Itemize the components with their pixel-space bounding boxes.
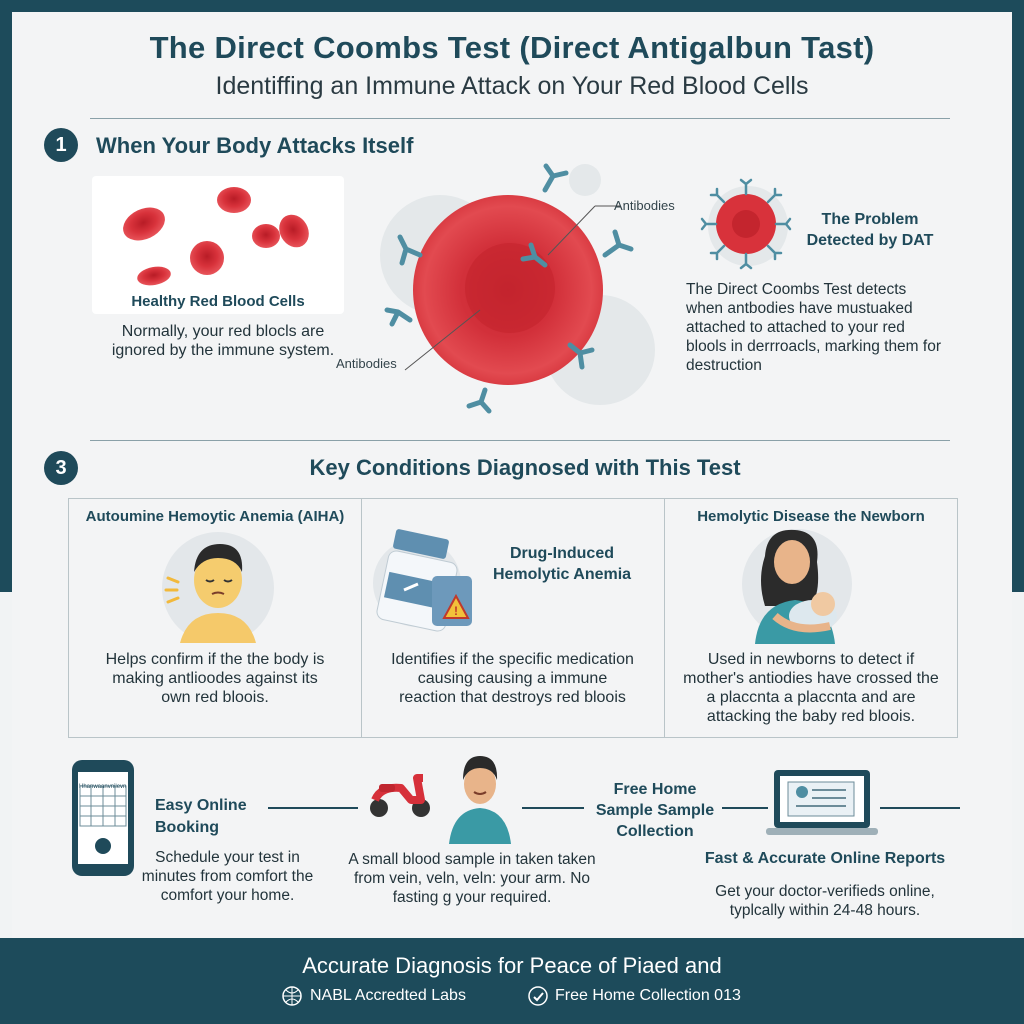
step-text: Schedule your test in minutes from comfo… bbox=[141, 849, 314, 904]
background-circle bbox=[569, 164, 601, 196]
step-text: Get your doctor-verifieds online, typlca… bbox=[715, 883, 935, 919]
home-collection-icon bbox=[528, 986, 548, 1006]
condition-text: Helps confirm if the the body is making … bbox=[105, 651, 325, 706]
sick-person-illustration bbox=[162, 532, 274, 643]
footer-bar bbox=[0, 938, 1024, 1024]
warning-icon bbox=[442, 593, 470, 619]
laptop-report-illustration bbox=[766, 770, 878, 835]
antibody-attack-illustration bbox=[380, 163, 655, 414]
antibodies-label-left: Antibodies bbox=[336, 356, 397, 371]
step-title: Easy Online Booking bbox=[155, 797, 247, 836]
svg-text:!: ! bbox=[454, 604, 458, 618]
condition-title: Hemolytic Disease the Newborn bbox=[697, 508, 925, 525]
check-icon bbox=[796, 786, 808, 798]
header-divider bbox=[90, 118, 950, 119]
antibody-icon bbox=[700, 178, 792, 270]
connector-line bbox=[880, 807, 960, 809]
section-1-number: 1 bbox=[44, 128, 78, 162]
footer-badge-home: Free Home Collection 013 bbox=[555, 987, 741, 1004]
cell-center bbox=[465, 243, 555, 333]
section-3-title: Key Conditions Diagnosed with This Test bbox=[309, 455, 741, 480]
footer-badge-nabl: NABL Accredted Labs bbox=[310, 987, 466, 1004]
page-subtitle: Identiffing an Immune Attack on Your Red… bbox=[215, 72, 809, 100]
step-title: Free Home Sample Sample Collection bbox=[595, 781, 715, 840]
page-title: The Direct Coombs Test (Direct Antigalbu… bbox=[149, 30, 875, 65]
section-divider bbox=[90, 440, 950, 441]
footer-tagline: Accurate Diagnosis for Peace of Piaed an… bbox=[302, 953, 722, 978]
section-1-title: When Your Body Attacks Itself bbox=[96, 133, 414, 158]
step-title: Fast & Accurate Online Reports bbox=[704, 850, 946, 867]
red-blood-cell-icon bbox=[123, 187, 309, 286]
connector-line bbox=[722, 807, 768, 809]
condition-title: Drug-Induced Hemolytic Anemia bbox=[492, 545, 632, 583]
phone-header: Hhanwaanvnilevn bbox=[79, 784, 127, 790]
shield-icon bbox=[95, 838, 111, 854]
healthy-red-cells-illustration bbox=[123, 187, 309, 286]
antibodies-label-top: Antibodies bbox=[614, 198, 675, 213]
grid-divider bbox=[361, 498, 362, 738]
section-3-number: 3 bbox=[44, 451, 78, 485]
condition-text: Identifies if the specific medication ca… bbox=[391, 651, 634, 706]
antibody-icon bbox=[384, 163, 634, 414]
medication-bottle-illustration: ! bbox=[373, 529, 472, 632]
phone-booking-illustration bbox=[72, 760, 134, 876]
scooter-icon bbox=[370, 774, 430, 817]
connector-line bbox=[522, 807, 584, 809]
mother-newborn-illustration bbox=[742, 529, 852, 644]
baby-icon bbox=[811, 592, 835, 616]
connector-line bbox=[268, 807, 358, 809]
lab-globe-icon bbox=[282, 986, 302, 1006]
problem-title: The Problem Detected by DAT bbox=[806, 211, 934, 249]
condition-text: Used in newborns to detect if mother's a… bbox=[683, 651, 939, 725]
step-text: A small blood sample in taken taken from… bbox=[348, 851, 596, 906]
grid-divider bbox=[664, 498, 665, 738]
attacked-cell-illustration bbox=[700, 178, 792, 270]
phlebotomist-illustration bbox=[449, 756, 511, 844]
problem-text: The Direct Coombs Test detects when antb… bbox=[686, 281, 941, 374]
conditions-grid bbox=[68, 498, 958, 738]
condition-title: Autoumine Hemoytic Anemia (AIHA) bbox=[85, 508, 345, 525]
healthy-cells-label: Healthy Red Blood Cells bbox=[131, 293, 305, 310]
pain-lines-icon bbox=[164, 576, 180, 604]
healthy-cells-card: Healthy Red Blood Cells bbox=[92, 176, 344, 314]
healthy-cells-text: Normally, your red blocls are ignored by… bbox=[111, 323, 335, 359]
